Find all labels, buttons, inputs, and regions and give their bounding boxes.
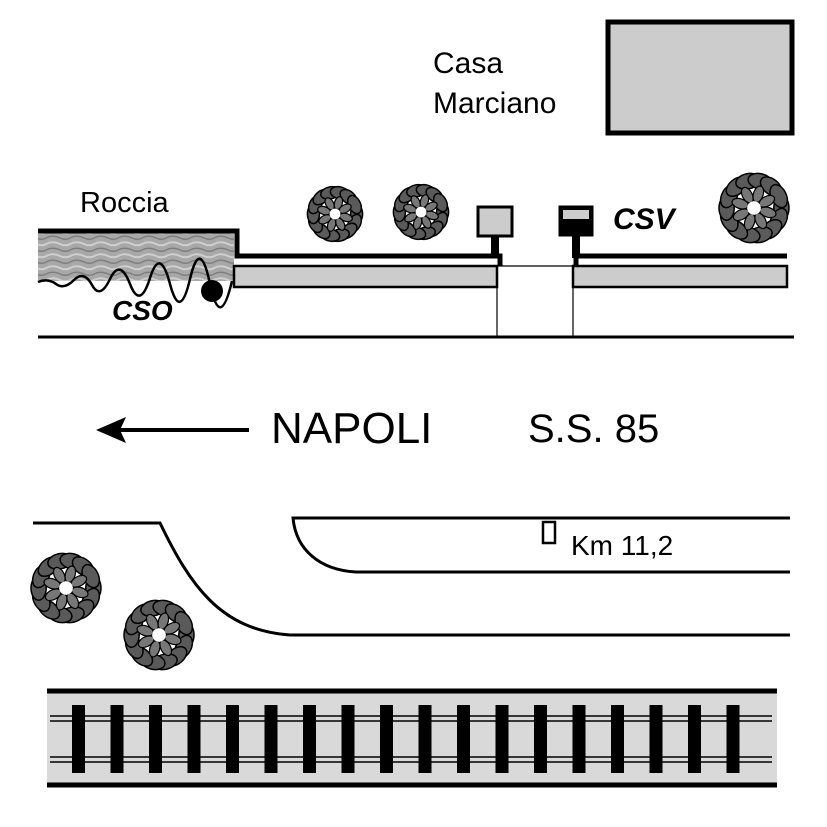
lay-by — [291, 516, 790, 574]
rail-sleeper — [572, 705, 586, 773]
rock-roccia — [37, 228, 503, 309]
km-marker-icon — [541, 520, 557, 545]
rail-sleeper — [264, 705, 278, 773]
direction-label: NAPOLI — [271, 404, 433, 453]
rail-sleeper — [726, 705, 740, 773]
rail-sleeper — [649, 705, 663, 773]
tree-icon — [123, 599, 195, 671]
rail-sleeper — [495, 705, 509, 773]
post-left — [476, 205, 514, 258]
tree-icon — [30, 552, 102, 624]
km-label: Km 11,2 — [571, 530, 674, 561]
sidewalk-right — [571, 264, 789, 289]
rail-sleeper — [149, 705, 162, 773]
rail-sleeper — [380, 705, 393, 773]
building-label-line-2: Marciano — [433, 87, 557, 120]
rail-sleeper — [688, 705, 701, 773]
csv-label: CSV — [613, 203, 675, 236]
tree-icon — [306, 185, 364, 243]
tree-icon — [392, 183, 450, 241]
cso-label: CSO — [112, 295, 173, 326]
building-casa-marciano — [605, 19, 795, 136]
railway-track-icon — [47, 688, 777, 788]
rock-label: Roccia — [80, 187, 169, 219]
left-arrow-icon — [96, 417, 249, 443]
rail-sleeper — [303, 705, 316, 773]
rail-sleeper — [611, 705, 624, 773]
csv-marker — [558, 205, 594, 258]
building-label-line-1: Casa — [433, 47, 504, 80]
sidewalk-left — [232, 264, 499, 289]
rail-sleeper — [187, 705, 201, 773]
rail-sleeper — [226, 705, 239, 773]
cso-marker — [201, 280, 223, 302]
rail-sleeper — [457, 705, 470, 773]
tree-icon — [718, 172, 790, 244]
rail-sleeper — [534, 705, 547, 773]
rail-sleeper — [418, 705, 432, 773]
road-edge-bottom-left — [33, 521, 790, 637]
building-label: Casa Marciano — [433, 44, 556, 124]
road-label: S.S. 85 — [528, 407, 660, 451]
rail-sleeper — [110, 705, 124, 773]
rail-sleeper — [341, 705, 355, 773]
rail-sleeper — [72, 705, 85, 773]
